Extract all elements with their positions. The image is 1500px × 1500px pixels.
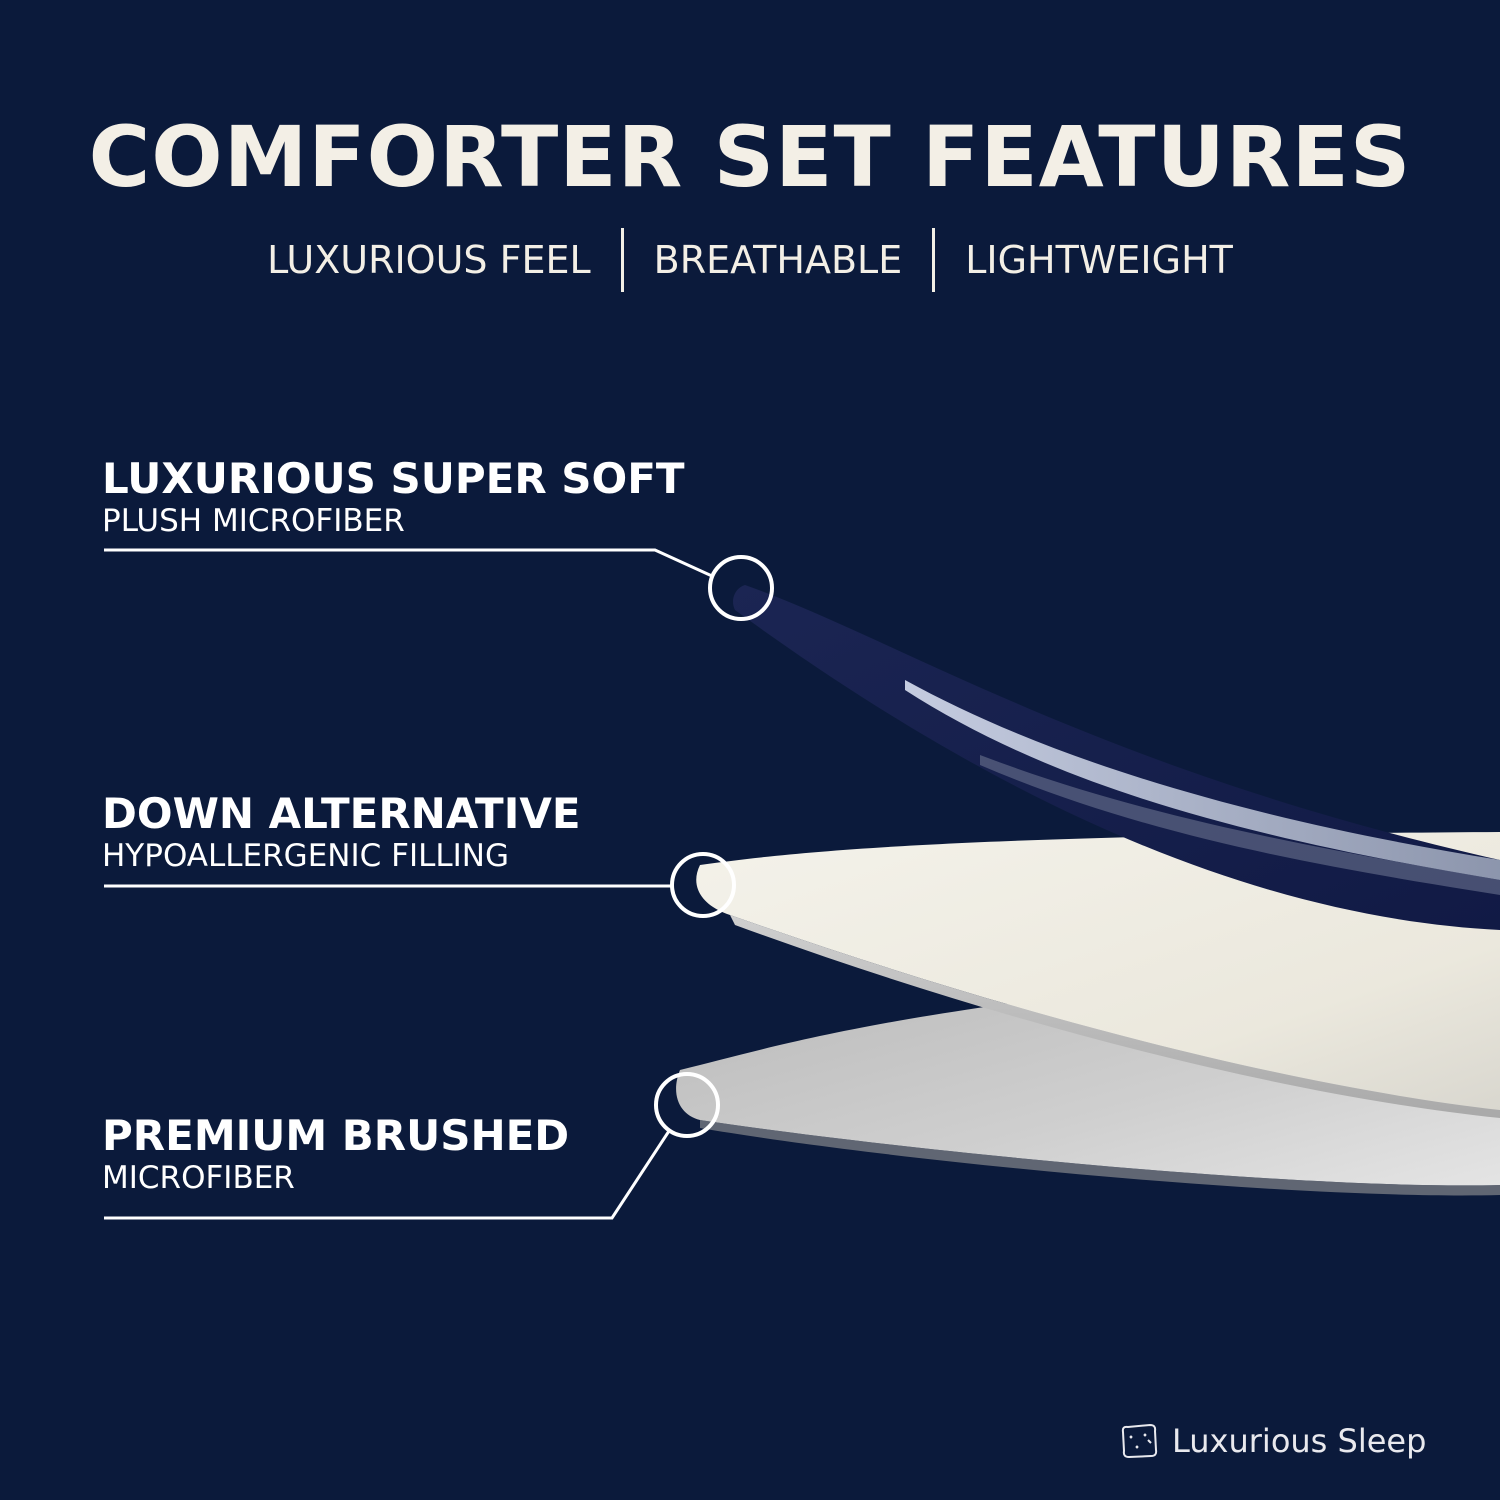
- brand-name: Luxurious Sleep: [1172, 1422, 1427, 1460]
- feature-title: LUXURIOUS SUPER SOFT: [102, 454, 685, 503]
- feature-plush-microfiber: LUXURIOUS SUPER SOFT PLUSH MICROFIBER: [102, 456, 685, 540]
- top-layer: [733, 585, 1500, 930]
- tagline-luxurious-feel: LUXURIOUS FEEL: [267, 238, 591, 282]
- page-title: COMFORTER SET FEATURES: [88, 108, 1412, 206]
- feature-subtitle: PLUSH MICROFIBER: [102, 503, 405, 539]
- callout-plush-microfiber: [104, 548, 774, 621]
- callout-hypoallergenic-filling: [104, 852, 736, 918]
- feature-down-alternative: DOWN ALTERNATIVE HYPOALLERGENIC FILLING: [102, 791, 581, 875]
- tagline-lightweight: LIGHTWEIGHT: [965, 238, 1233, 282]
- feature-subtitle: HYPOALLERGENIC FILLING: [102, 838, 509, 874]
- feature-subtitle: MICROFIBER: [102, 1160, 295, 1196]
- middle-layer: [696, 832, 1500, 1118]
- brand-logo: Luxurious Sleep: [1118, 1420, 1426, 1462]
- pillow-icon: [1121, 1423, 1158, 1459]
- tagline-divider: [932, 228, 936, 292]
- feature-brushed-microfiber: PREMIUM BRUSHED MICROFIBER: [102, 1113, 569, 1197]
- tagline-divider: [620, 228, 624, 292]
- feature-title: PREMIUM BRUSHED: [102, 1111, 570, 1160]
- tagline-breathable: BREATHABLE: [653, 238, 903, 282]
- feature-title: DOWN ALTERNATIVE: [102, 789, 581, 838]
- callout-brushed-microfiber: [104, 1072, 720, 1220]
- feature-tagline: LUXURIOUS FEEL BREATHABLE LIGHTWEIGHT: [0, 228, 1500, 292]
